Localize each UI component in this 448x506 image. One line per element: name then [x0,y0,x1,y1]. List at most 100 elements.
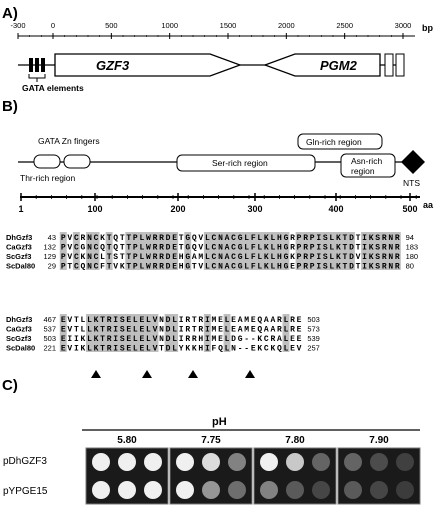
residue: I [316,263,321,272]
yeast-spot [228,453,246,471]
residue: E [61,326,66,335]
residue: R [153,263,158,272]
residue: M [244,326,249,335]
ser-region [176,154,316,172]
bp-tick-label: 0 [51,21,55,30]
residue: G [284,263,289,272]
residue: L [329,244,334,253]
residue: K [100,234,105,243]
residue: E [139,326,144,335]
residue: L [225,335,230,344]
yeast-spot [92,453,110,471]
residue: L [284,345,289,354]
residue: L [172,345,177,354]
residue: K [94,345,99,354]
gzf3-label: GZF3 [96,58,130,73]
residue: I [362,234,367,243]
residue: T [67,263,72,272]
residue: L [146,335,151,344]
residue: G [238,263,243,272]
residue: T [120,234,125,243]
residue: C [231,263,236,272]
residue: V [67,253,72,262]
residue: C [231,234,236,243]
ph-value: 7.90 [369,435,389,446]
yeast-spot [118,453,136,471]
seq-end: 180 [406,252,419,261]
gata-element [41,58,45,72]
residue: T [100,316,105,325]
residue: L [133,335,138,344]
residue: L [146,326,151,335]
residue: D [166,263,171,272]
residue: I [362,253,367,262]
residue: P [310,263,315,272]
residue: E [172,263,177,272]
residue: L [87,326,92,335]
residue: H [277,253,282,262]
residue: V [153,335,158,344]
residue: L [172,326,177,335]
residue: T [343,244,348,253]
aa-unit: aa [423,200,434,210]
bp-tick-label: -300 [10,21,25,30]
residue: E [126,345,131,354]
residue: L [329,253,334,262]
residue: I [67,335,72,344]
residue: G [238,335,243,344]
residue: I [205,316,210,325]
residue: L [244,234,249,243]
residue: R [382,263,387,272]
residue: E [297,316,302,325]
residue: E [290,335,295,344]
seq-start: 43 [48,233,56,242]
residue: T [120,244,125,253]
residue: I [113,316,118,325]
residue: C [212,263,217,272]
residue: P [310,253,315,262]
residue: H [277,234,282,243]
residue: L [284,326,289,335]
seq-name: ScGzf3 [6,334,31,343]
residue: E [126,335,131,344]
residue: S [323,244,328,253]
gln-region-label: Gln-rich region [306,137,362,147]
residue: N [218,263,223,272]
residue: D [349,234,354,243]
residue: L [205,244,210,253]
residue: - [244,335,249,344]
residue: C [94,253,99,262]
residue: N [218,234,223,243]
residue: S [120,316,125,325]
residue: S [323,234,328,243]
residue: F [251,253,256,262]
residue: R [198,316,203,325]
residue: M [244,316,249,325]
seq-end: 80 [406,262,414,271]
residue: S [323,263,328,272]
residue: S [120,345,125,354]
residue: P [61,234,66,243]
residue: S [375,244,380,253]
yeast-spot [260,481,278,499]
residue: R [303,244,308,253]
residue: R [153,234,158,243]
residue: L [87,335,92,344]
residue: L [225,326,230,335]
residue: N [159,335,164,344]
nts-label: NTS [403,178,420,188]
residue: P [133,253,138,262]
residue: R [185,326,190,335]
residue: E [61,335,66,344]
residue: L [139,234,144,243]
residue: E [126,316,131,325]
residue: T [100,335,105,344]
ph-value: 7.80 [285,435,305,446]
residue: E [297,335,302,344]
residue: W [146,244,151,253]
residue: L [284,316,289,325]
nts-diamond [401,150,425,174]
seq-start: 221 [43,344,56,353]
residue: R [107,345,112,354]
residue: I [205,335,210,344]
